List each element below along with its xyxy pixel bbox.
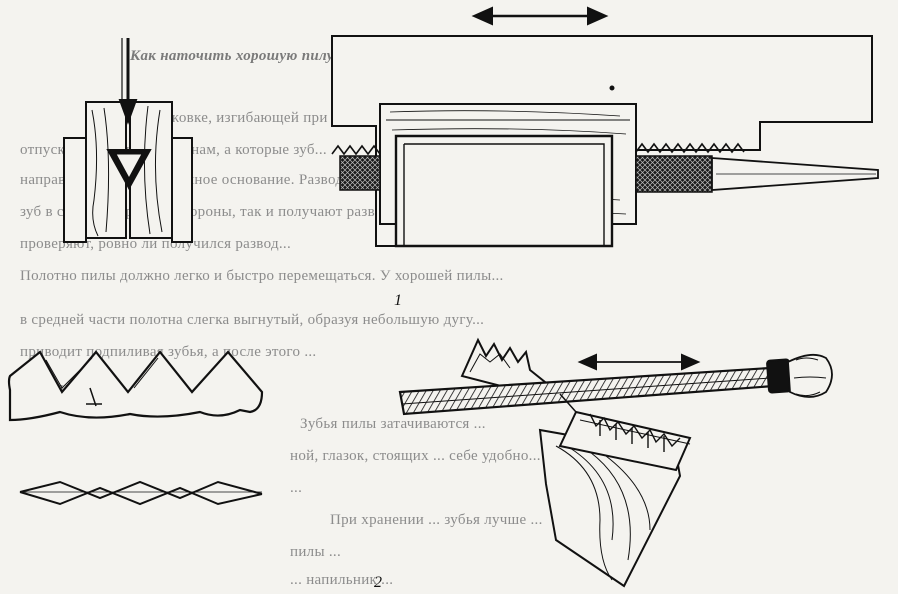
teeth-profile-diagram (7, 350, 264, 506)
bg-line: ... (290, 480, 303, 496)
figure-1-label: 1 (394, 292, 402, 309)
bg-line: При хранении ... зубья лучше ... (330, 512, 543, 528)
file-sharpening-diagram (398, 337, 833, 588)
bg-line: проверяют, ровно ли получился развод... (20, 236, 292, 252)
figure-2-label: 2 (374, 574, 382, 591)
bg-line: пилы ... (290, 544, 342, 560)
bg-line: Полотно пилы должно легко и быстро перем… (20, 268, 504, 284)
bg-line: Зубья пилы затачиваются ... (300, 416, 486, 432)
vise-file-diagram (63, 38, 193, 243)
bg-line: в средней части полотна слегка выгнутый,… (20, 312, 485, 328)
bg-line: ... напильник ... (290, 572, 394, 588)
saw-guide-diagram (331, 6, 879, 248)
bg-line: ной, глазок, стоящих ... себе удобно... (290, 448, 541, 464)
bg-heading: Как наточить хорошую пилу (130, 48, 334, 64)
bg-line: зуб в сторону в разные стороны, так и по… (20, 204, 456, 220)
